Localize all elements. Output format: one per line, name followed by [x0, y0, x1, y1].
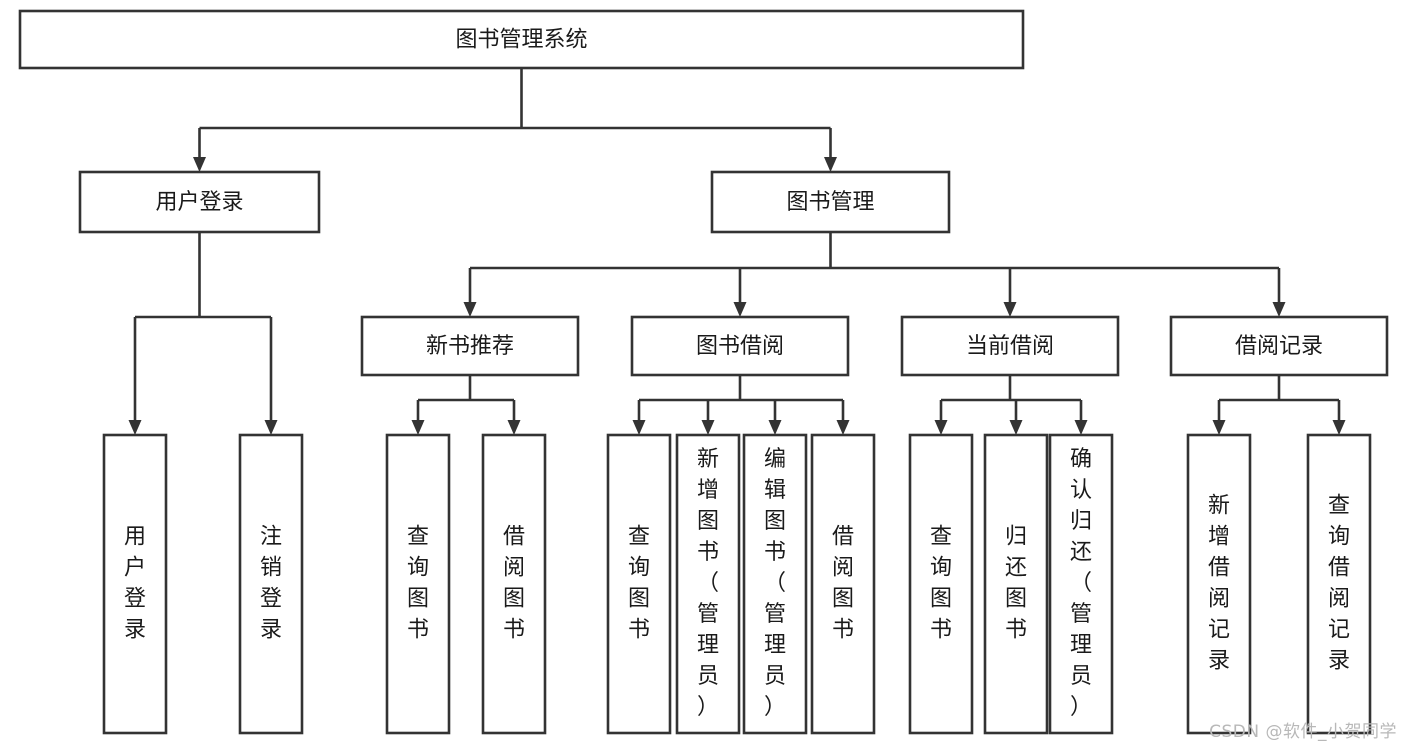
node-current-borrow[interactable]: 当前借阅: [900, 315, 1120, 377]
node-new-book-recommend[interactable]: 新书推荐: [360, 315, 580, 377]
arrow-head-icon: [1074, 420, 1088, 435]
arrow-head-icon: [411, 420, 425, 435]
node-label: 图书借阅: [696, 334, 784, 359]
node-leaf-borrow-book-1[interactable]: 借阅图书: [481, 433, 547, 735]
node-box: [606, 433, 672, 735]
node-box: [78, 170, 321, 234]
arrow-head-icon: [128, 420, 142, 435]
arrow-head-icon: [768, 420, 782, 435]
node-label: 用户登录: [124, 525, 146, 643]
node-leaf-user-login[interactable]: 用户登录: [102, 433, 168, 735]
arrow-head-icon: [824, 157, 837, 172]
arrow-head-icon: [701, 420, 715, 435]
node-label: 编辑图书（管理员）: [764, 447, 786, 720]
node-box: [238, 433, 304, 735]
node-label: 查询图书: [628, 525, 650, 643]
node-leaf-logout[interactable]: 注销登录: [238, 433, 304, 735]
node-label: 图书管理系统: [455, 28, 587, 53]
arrow-head-icon: [193, 157, 206, 172]
edges-layer: [128, 68, 1346, 435]
node-box: [1169, 315, 1389, 377]
node-leaf-edit-book[interactable]: 编辑图书（管理员）: [742, 433, 808, 735]
node-leaf-query-book-1[interactable]: 查询图书: [385, 433, 451, 735]
node-label: 新书推荐: [426, 334, 514, 359]
node-label: 确认归还（管理员）: [1070, 447, 1092, 720]
node-label: 归还图书: [1005, 525, 1027, 643]
node-book-borrow[interactable]: 图书借阅: [630, 315, 850, 377]
node-box: [102, 433, 168, 735]
node-label: 用户登录: [155, 190, 243, 215]
node-label: 新增借阅记录: [1208, 494, 1230, 674]
node-leaf-return-book[interactable]: 归还图书: [983, 433, 1049, 735]
arrow-head-icon: [1212, 420, 1226, 435]
arrow-head-icon: [934, 420, 948, 435]
node-root-system[interactable]: 图书管理系统: [18, 9, 1025, 70]
node-label: 查询图书: [407, 525, 429, 643]
node-leaf-confirm-return[interactable]: 确认归还（管理员）: [1048, 433, 1114, 735]
arrow-head-icon: [632, 420, 646, 435]
node-label: 图书管理: [786, 190, 874, 215]
node-label: 查询图书: [930, 525, 952, 643]
node-box: [1048, 433, 1114, 735]
node-box: [630, 315, 850, 377]
arrow-head-icon: [1003, 302, 1017, 317]
node-label: 注销登录: [260, 525, 282, 643]
node-leaf-query-record[interactable]: 查询借阅记录: [1306, 433, 1372, 735]
node-box: [983, 433, 1049, 735]
node-box: [742, 433, 808, 735]
node-user-login[interactable]: 用户登录: [78, 170, 321, 234]
node-label: 查询借阅记录: [1328, 494, 1350, 674]
arrow-head-icon: [264, 420, 278, 435]
node-label: 借阅图书: [503, 525, 525, 643]
node-leaf-query-book-3[interactable]: 查询图书: [908, 433, 974, 735]
node-label: 当前借阅: [966, 334, 1054, 359]
arrow-head-icon: [733, 302, 747, 317]
arrow-head-icon: [1009, 420, 1023, 435]
node-box: [675, 433, 741, 735]
node-box: [810, 433, 876, 735]
watermark-text: CSDN @软件_小贺同学: [1209, 722, 1397, 742]
node-leaf-add-book[interactable]: 新增图书（管理员）: [675, 433, 741, 735]
node-label: 新增图书（管理员）: [697, 447, 719, 720]
arrow-head-icon: [1272, 302, 1286, 317]
node-leaf-query-book-2[interactable]: 查询图书: [606, 433, 672, 735]
node-box: [18, 9, 1025, 70]
node-box: [385, 433, 451, 735]
node-borrow-record[interactable]: 借阅记录: [1169, 315, 1389, 377]
node-label: 借阅图书: [832, 525, 854, 643]
arrow-head-icon: [836, 420, 850, 435]
node-leaf-borrow-book-2[interactable]: 借阅图书: [810, 433, 876, 735]
node-box: [481, 433, 547, 735]
node-box: [900, 315, 1120, 377]
node-box: [710, 170, 951, 234]
arrow-head-icon: [1332, 420, 1346, 435]
node-box: [360, 315, 580, 377]
node-leaf-add-record[interactable]: 新增借阅记录: [1186, 433, 1252, 735]
arrow-head-icon: [463, 302, 477, 317]
node-book-management[interactable]: 图书管理: [710, 170, 951, 234]
arrow-head-icon: [507, 420, 521, 435]
node-box: [908, 433, 974, 735]
node-box: [1306, 433, 1372, 735]
nodes-layer: 图书管理系统用户登录图书管理新书推荐图书借阅当前借阅借阅记录用户登录注销登录查询…: [18, 9, 1389, 735]
node-box: [1186, 433, 1252, 735]
node-label: 借阅记录: [1235, 334, 1323, 359]
